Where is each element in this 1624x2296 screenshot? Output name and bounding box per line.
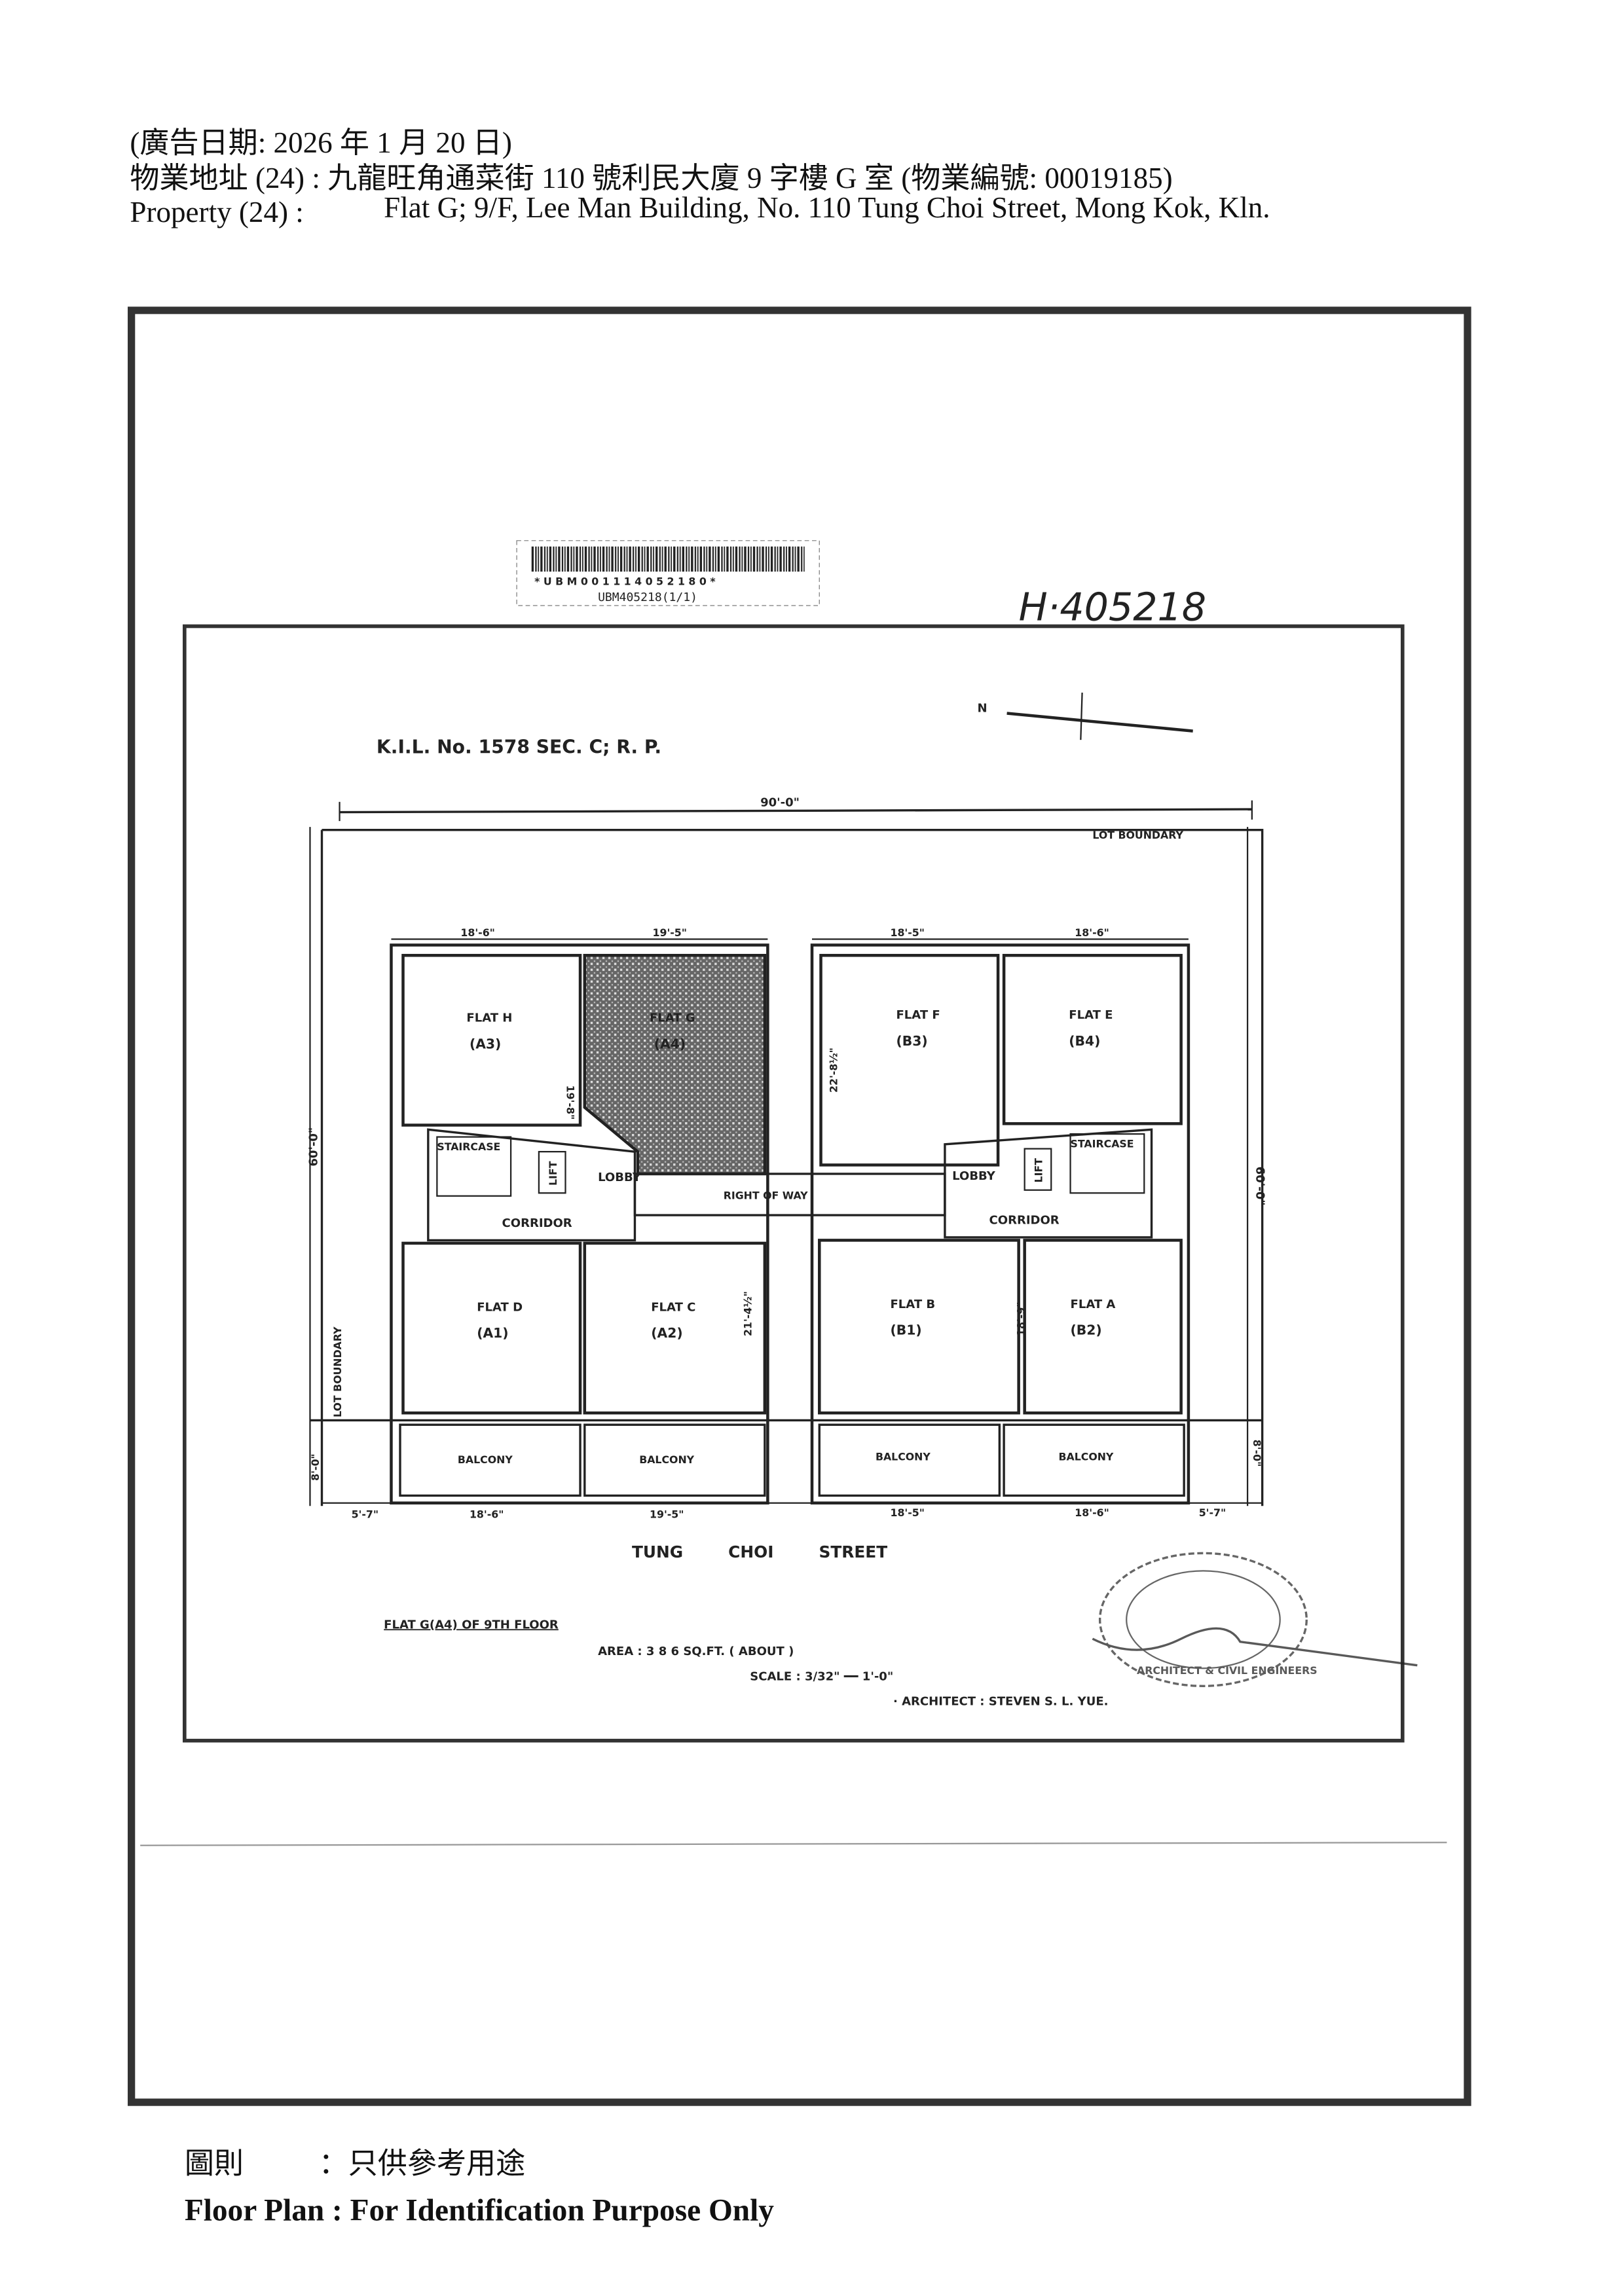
balcony xyxy=(1003,1423,1185,1497)
floor-plan-label-zh: 圖則 ：只供參考用途 xyxy=(185,2145,525,2180)
property-label: Property (24) : xyxy=(130,196,303,228)
staircase-label: STAIRCASE xyxy=(1071,1137,1134,1150)
flat-label: FLAT G xyxy=(650,1011,695,1025)
balcony-label: BALCONY xyxy=(1059,1450,1114,1463)
flat-label: FLAT E xyxy=(1069,1008,1113,1022)
lot-reference: K.I.L. No. 1578 SEC. C; R. P. xyxy=(377,736,661,757)
address-zh: 物業地址 (24) : 九龍旺角通菜街 110 號利民大廈 9 字樓 G 室 (… xyxy=(130,162,1172,194)
flat-type: (B1) xyxy=(890,1322,921,1338)
north-label: N xyxy=(978,701,987,715)
flat-b-room xyxy=(818,1239,1020,1415)
inner-dim: 19'-8" xyxy=(564,1085,577,1120)
lot-boundary xyxy=(320,828,1264,1506)
right-of-way-label: RIGHT OF WAY xyxy=(724,1189,808,1201)
staircase-label: STAIRCASE xyxy=(437,1140,500,1153)
balcony-depth-right: 8'-0" xyxy=(1251,1440,1263,1467)
ad-date: (廣告日期: 2026 年 1 月 20 日) xyxy=(130,126,511,159)
right-staircase xyxy=(1069,1133,1145,1194)
flat-label: FLAT B xyxy=(890,1298,935,1311)
plan-title: FLAT G(A4) OF 9TH FLOOR xyxy=(384,1618,559,1631)
overall-dim-line xyxy=(339,808,1252,814)
flat-label: FLAT A xyxy=(1071,1298,1116,1311)
floor-plan-label-en: Floor Plan : For Identification Purpose … xyxy=(185,2193,774,2227)
left-core xyxy=(427,1128,637,1242)
inner-dim: 21'-4½" xyxy=(742,1291,754,1336)
top-dim: 18'-5" xyxy=(890,926,925,939)
bottom-dim: 18'-5" xyxy=(890,1506,925,1519)
flat-type: (B2) xyxy=(1071,1322,1102,1338)
corridor-label: CORRIDOR xyxy=(989,1214,1060,1228)
barcode-digits: * U B M 0 0 1 1 1 4 0 5 2 1 8 0 * xyxy=(534,575,715,587)
lot-boundary-top-label: LOT BOUNDARY xyxy=(1092,829,1183,841)
lift-label: LIFT xyxy=(547,1161,559,1186)
flat-type: (A2) xyxy=(651,1325,682,1341)
outer-frame xyxy=(128,306,1471,2106)
bottom-dim: 19'-5" xyxy=(650,1508,684,1520)
flat-a-room xyxy=(1023,1239,1183,1415)
inner-dim: 18'-9" xyxy=(1015,1302,1027,1336)
flat-h-room xyxy=(401,954,582,1127)
flat-type: (A1) xyxy=(477,1325,508,1341)
flat-label: FLAT D xyxy=(477,1301,523,1315)
flat-c-room xyxy=(583,1241,767,1415)
divider-line xyxy=(140,1842,1447,1846)
corridor-label: CORRIDOR xyxy=(502,1216,572,1230)
architect-note: · ARCHITECT : STEVEN S. L. YUE. xyxy=(893,1695,1108,1709)
stamp-text: ARCHITECT & CIVIL ENGINEERS xyxy=(1137,1664,1318,1677)
flat-f-room xyxy=(819,954,1000,1167)
flat-type: (B3) xyxy=(896,1033,928,1049)
flat-type: (B4) xyxy=(1069,1033,1100,1049)
bottom-dim: 5'-7" xyxy=(352,1508,379,1520)
right-lift xyxy=(1024,1148,1052,1191)
balcony-label: BALCONY xyxy=(458,1453,513,1466)
area-note: AREA : 3 8 6 SQ.FT. ( ABOUT ) xyxy=(598,1645,794,1658)
bottom-dim: 5'-7" xyxy=(1199,1506,1227,1519)
handwritten-ref: H·405218 xyxy=(1019,585,1206,630)
right-of-way xyxy=(633,1173,946,1216)
scale-note: SCALE : 3/32" ━━ 1'-0" xyxy=(750,1669,893,1683)
balcony xyxy=(583,1423,766,1497)
balcony xyxy=(399,1423,581,1497)
top-dim: 18'-6" xyxy=(1075,926,1109,939)
lobby-label: LOBBY xyxy=(952,1169,996,1183)
top-dim: 18'-6" xyxy=(460,926,495,939)
street-name: TUNG CHOI STREET xyxy=(632,1542,887,1561)
flat-label: FLAT F xyxy=(896,1008,940,1022)
balcony-depth-left: 8'-0" xyxy=(309,1453,322,1481)
depth-right: 60'-0" xyxy=(1253,1167,1267,1206)
flat-label: FLAT C xyxy=(651,1301,695,1315)
architect-stamp: ARCHITECT & CIVIL ENGINEERS xyxy=(1092,1552,1418,1687)
balcony xyxy=(818,1423,1001,1497)
flat-e-room xyxy=(1002,954,1183,1125)
left-staircase xyxy=(436,1136,512,1197)
balcony-label: BALCONY xyxy=(639,1453,694,1466)
flat-g-room-highlighted xyxy=(583,954,767,1176)
flat-type: (A4) xyxy=(654,1036,686,1051)
barcode-label: * U B M 0 0 1 1 1 4 0 5 2 1 8 0 * UBM405… xyxy=(516,540,820,606)
bottom-dim: 18'-6" xyxy=(1075,1506,1109,1519)
barcode-icon xyxy=(531,546,805,572)
lift-label: LIFT xyxy=(1033,1158,1045,1183)
barcode-ref: UBM405218(1/1) xyxy=(598,591,697,604)
plan-frame xyxy=(182,624,1405,1743)
bottom-dim: 18'-6" xyxy=(470,1508,504,1520)
lobby-label: LOBBY xyxy=(598,1171,642,1184)
flat-label: FLAT H xyxy=(466,1011,512,1025)
overall-width: 90'-0" xyxy=(760,796,800,810)
top-dim: 19'-5" xyxy=(653,926,687,939)
address-en: Flat G; 9/F, Lee Man Building, No. 110 T… xyxy=(384,191,1270,224)
north-arrow-icon: N xyxy=(978,692,1193,740)
depth-left: 60'-0" xyxy=(307,1127,321,1167)
flat-type: (A3) xyxy=(470,1036,501,1051)
left-lift xyxy=(538,1151,566,1194)
balcony-label: BALCONY xyxy=(876,1450,931,1463)
lot-boundary-left-label: LOT BOUNDARY xyxy=(331,1326,344,1417)
flat-d-room xyxy=(401,1241,582,1415)
inner-dim: 22'-8½" xyxy=(827,1048,840,1093)
